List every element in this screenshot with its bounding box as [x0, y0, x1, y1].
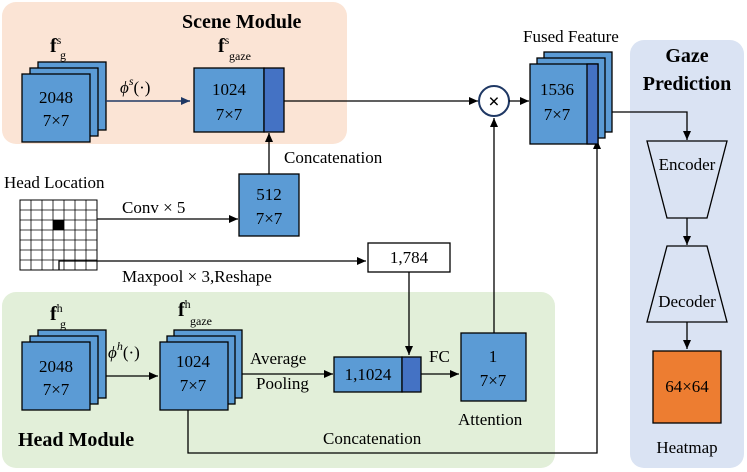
attention-size: 7×7: [480, 371, 507, 390]
scene-input-channels: 2048: [39, 88, 73, 107]
head-input-channels: 2048: [39, 357, 73, 376]
pooled-box: 1,1024: [333, 356, 422, 393]
head-gaze-stack: 1024 7×7: [159, 329, 243, 411]
svg-text:g: g: [60, 317, 66, 331]
scene-fg-main: f: [50, 35, 57, 57]
svg-text:fh: fh: [178, 297, 191, 321]
head-input-size: 7×7: [43, 380, 70, 399]
fused-channels: 1536: [540, 80, 574, 99]
scene-gaze-box: 1024 7×7: [193, 67, 285, 133]
scene-gaze-size: 7×7: [216, 105, 243, 124]
concat-top-label: Concatenation: [284, 148, 383, 167]
maxpool-arrow: [58, 257, 366, 270]
svg-text:fs: fs: [50, 33, 62, 57]
head-gaze-size: 7×7: [180, 376, 207, 395]
head-concat-arrow: [187, 140, 601, 454]
fused-feature-label: Fused Feature: [523, 27, 619, 46]
scene-fg-sub: g: [60, 48, 66, 62]
head-module-title: Head Module: [18, 429, 134, 451]
head-location-marker: [53, 220, 64, 230]
attention-label: Attention: [458, 410, 523, 429]
decoder-block: Decoder: [646, 245, 728, 323]
pooled-value: 1,1024: [345, 365, 392, 384]
svg-text:fh: fh: [50, 301, 63, 325]
head-input-stack: 2048 7×7: [21, 329, 107, 411]
multiply-symbol: ×: [488, 91, 499, 113]
scene-module-title: Scene Module: [182, 11, 302, 33]
gaze-prediction-title-line1: Gaze: [665, 45, 708, 67]
phi-h-label: ϕh(·): [108, 339, 140, 362]
phi-s-label: ϕs(·): [120, 74, 150, 97]
gaze-prediction-title-line2: Prediction: [643, 73, 732, 95]
head-location-label: Head Location: [4, 173, 105, 192]
svg-text:gaze: gaze: [190, 314, 212, 328]
avg-pool-label-line1: Average: [250, 349, 306, 368]
heatmap-label: Heatmap: [656, 438, 717, 457]
head-fgaze-label: fh gaze: [178, 297, 212, 328]
head-maxpool-value: 1,784: [390, 248, 429, 267]
head-gaze-channels: 1024: [176, 352, 211, 371]
concat-bottom-label: Concatenation: [323, 429, 422, 448]
attention-channels: 1: [489, 347, 498, 366]
scene-fgaze-label: fs gaze: [218, 33, 251, 63]
maxpool-label: Maxpool × 3,Reshape: [122, 267, 272, 286]
encoder-block: Encoder: [646, 140, 728, 219]
head-module-region: [2, 292, 555, 468]
scene-gaze-channels: 1024: [212, 80, 247, 99]
scene-input-size: 7×7: [43, 111, 70, 130]
fused-to-encoder-arrow: [612, 111, 691, 140]
svg-text:fs: fs: [218, 33, 230, 57]
head-conv-channels: 512: [256, 185, 282, 204]
decoder-label: Decoder: [658, 292, 716, 311]
heatmap-block: 64×64: [652, 350, 722, 424]
scene-input-stack: 2048 7×7: [21, 61, 107, 143]
heatmap-size: 64×64: [665, 377, 709, 396]
head-location-grid: [19, 199, 98, 271]
attention-box: 1 7×7: [460, 332, 527, 402]
head-conv-box: 512 7×7: [238, 173, 300, 237]
scene-fg-sup: s: [57, 33, 62, 47]
avg-pool-label-line2: Pooling: [256, 374, 309, 393]
fused-size: 7×7: [544, 105, 571, 124]
multiply-node: ×: [478, 85, 510, 117]
scene-fg-label: fs g: [50, 33, 66, 62]
svg-text:gaze: gaze: [229, 49, 251, 63]
head-conv-size: 7×7: [256, 209, 283, 228]
head-fg-label: fh g: [50, 301, 66, 331]
fc-label: FC: [429, 347, 450, 366]
fused-stack: 1536 7×7: [529, 51, 613, 145]
conv-label: Conv × 5: [122, 198, 185, 217]
encoder-label: Encoder: [659, 155, 716, 174]
head-maxpool-box: 1,784: [367, 242, 451, 273]
